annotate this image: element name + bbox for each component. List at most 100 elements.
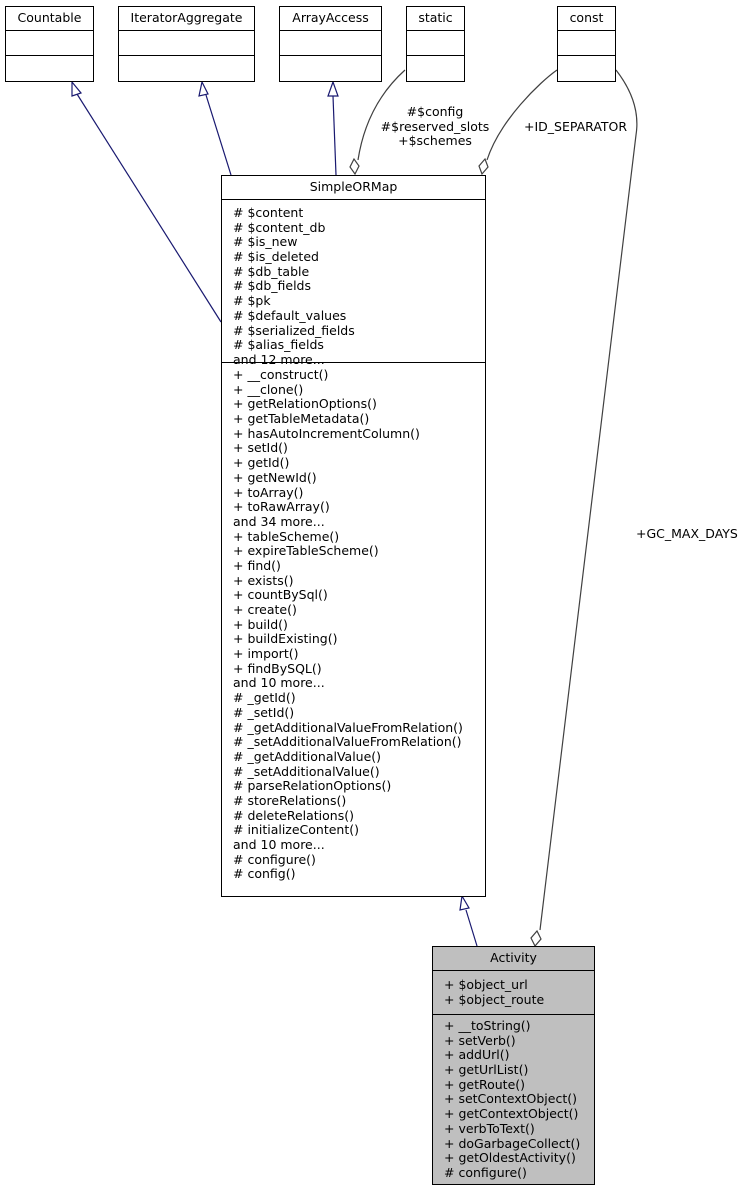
class-static[interactable]: static xyxy=(406,6,465,82)
method: + build() xyxy=(233,616,288,632)
method-more: and 10 more... xyxy=(233,837,325,852)
method: + getRelationOptions() xyxy=(233,396,377,412)
method: + getUrlList() xyxy=(444,1062,529,1078)
class-name: Activity xyxy=(433,947,594,971)
method: + getOldestActivity() xyxy=(444,1150,576,1166)
edge-sorm-arrayaccess xyxy=(332,95,337,176)
attributes-section xyxy=(558,31,615,56)
method: + getId() xyxy=(233,455,290,471)
attributes-section: # $content # $content_db # $is_new # $is… xyxy=(222,200,485,367)
attribute: # $alias_fields xyxy=(233,337,324,353)
attribute-more: and 12 more... xyxy=(233,351,325,367)
edge-const-sorm xyxy=(486,69,558,161)
method: + toRawArray() xyxy=(233,499,330,515)
attributes-section xyxy=(119,31,254,56)
method: + __clone() xyxy=(233,381,304,397)
method: + find() xyxy=(233,557,281,573)
method: + buildExisting() xyxy=(233,631,338,647)
method: + setContextObject() xyxy=(444,1091,577,1107)
edge-sorm-iteratoraggregate xyxy=(205,94,232,176)
method: + getTableMetadata() xyxy=(233,411,370,427)
method: # _setAdditionalValueFromRelation() xyxy=(233,734,462,750)
edge-static-sorm xyxy=(357,69,406,161)
attribute: # $db_fields xyxy=(233,278,312,294)
method: # _getId() xyxy=(233,690,296,706)
methods-section xyxy=(119,56,254,80)
diamond-const-sorm xyxy=(478,157,489,176)
method: + __construct() xyxy=(233,367,329,382)
class-iteratoraggregate[interactable]: IteratorAggregate xyxy=(118,6,255,82)
edge-activity-sorm xyxy=(465,909,478,947)
label-reserved-slots: #$reserved_slots xyxy=(380,118,490,134)
attribute: # $default_values xyxy=(233,307,347,323)
method: + getNewId() xyxy=(233,469,317,485)
method: # _setAdditionalValue() xyxy=(233,763,380,779)
method: # storeRelations() xyxy=(233,792,347,808)
method: + hasAutoIncrementColumn() xyxy=(233,425,420,441)
attribute: # $db_table xyxy=(233,263,310,279)
class-name: Countable xyxy=(6,7,93,31)
class-name: IteratorAggregate xyxy=(119,7,254,31)
method-more: and 34 more... xyxy=(233,513,325,529)
method-more: and 10 more... xyxy=(233,675,325,691)
method: # deleteRelations() xyxy=(233,807,354,823)
edge-label-static-sorm: #$config #$reserved_slots +$schemes xyxy=(370,104,500,149)
attributes-section xyxy=(407,31,464,56)
label-config: #$config xyxy=(406,104,464,119)
class-name: static xyxy=(407,7,464,31)
method: + toArray() xyxy=(233,484,304,500)
edge-const-activity xyxy=(539,69,638,931)
method: # configure() xyxy=(444,1164,527,1180)
class-name: SimpleORMap xyxy=(222,176,485,200)
method: + doGarbageCollect() xyxy=(444,1135,581,1151)
method: + findBySQL() xyxy=(233,660,322,676)
diamond-const-activity xyxy=(530,929,542,948)
method: + create() xyxy=(233,602,297,617)
attributes-section: + $object_url + $object_route xyxy=(433,971,594,1015)
edge-label-const-sorm: +ID_SEPARATOR xyxy=(524,119,628,134)
label-schemes: +$schemes xyxy=(398,133,472,148)
attribute: # $content xyxy=(233,205,304,220)
class-countable[interactable]: Countable xyxy=(5,6,94,82)
class-name: const xyxy=(558,7,615,31)
attributes-section xyxy=(280,31,381,56)
method: + verbToText() xyxy=(444,1120,535,1136)
edge-sorm-countable xyxy=(76,93,222,323)
method: + getContextObject() xyxy=(444,1106,579,1122)
class-simpleormap[interactable]: SimpleORMap # $content # $content_db # $… xyxy=(221,175,486,897)
attribute: + $object_route xyxy=(444,991,545,1007)
arrowhead-countable xyxy=(71,80,83,97)
method: # configure() xyxy=(233,851,316,867)
method: + setId() xyxy=(233,440,288,456)
arrowhead-sorm xyxy=(459,894,470,911)
method: # config() xyxy=(233,866,296,882)
methods-section xyxy=(6,56,93,80)
method: + tableScheme() xyxy=(233,528,340,544)
arrowhead-arrayaccess xyxy=(327,80,339,97)
attribute: # $serialized_fields xyxy=(233,322,355,338)
methods-section xyxy=(407,56,464,80)
method: + exists() xyxy=(233,572,294,588)
methods-section: + __toString() + setVerb() + addUrl() + … xyxy=(433,1015,594,1185)
class-arrayaccess[interactable]: ArrayAccess xyxy=(279,6,382,82)
attributes-section xyxy=(6,31,93,56)
method: # _setId() xyxy=(233,704,295,720)
method: + __toString() xyxy=(444,1018,531,1033)
attribute: # $pk xyxy=(233,293,271,309)
method: # _getAdditionalValueFromRelation() xyxy=(233,719,463,735)
arrowhead-iteratoraggregate xyxy=(198,80,209,97)
attribute: # $content_db xyxy=(233,219,326,235)
edge-label-const-activity: +GC_MAX_DAYS xyxy=(636,526,738,541)
method: + import() xyxy=(233,646,299,662)
diamond-static-sorm xyxy=(349,157,360,176)
method: + setVerb() xyxy=(444,1032,516,1048)
method: + countBySql() xyxy=(233,587,328,603)
methods-section: + __construct() + __clone() + getRelatio… xyxy=(222,363,485,886)
methods-section xyxy=(558,56,615,80)
method: # _getAdditionalValue() xyxy=(233,748,382,764)
class-const[interactable]: const xyxy=(557,6,616,82)
class-activity[interactable]: Activity + $object_url + $object_route +… xyxy=(432,946,595,1185)
attribute: + $object_url xyxy=(444,977,528,992)
methods-section xyxy=(280,56,381,80)
